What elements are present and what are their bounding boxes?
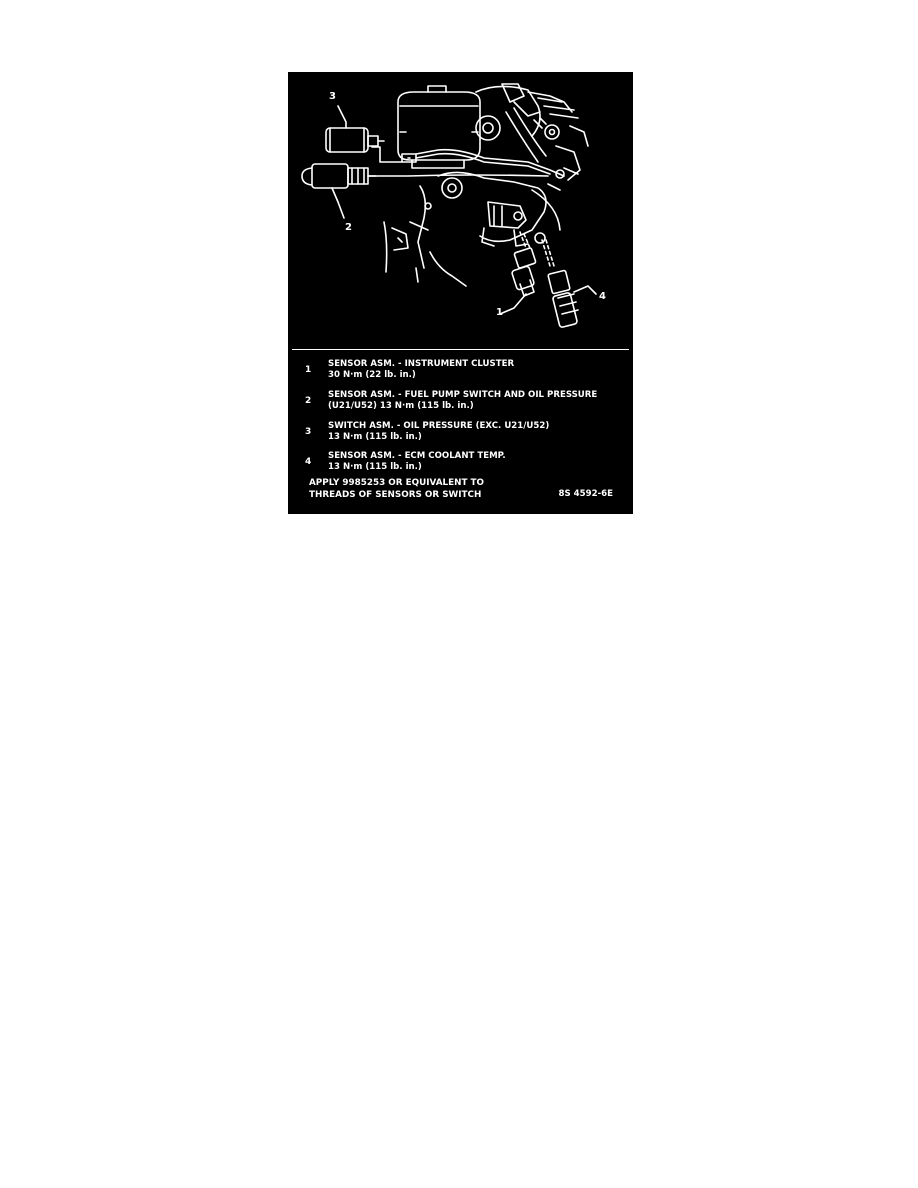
callout-2: 2 bbox=[345, 222, 352, 233]
legend-torque: 13 N·m (115 lb. in.) bbox=[328, 461, 422, 472]
legend-panel: 1 SENSOR ASM. - INSTRUMENT CLUSTER 30 N·… bbox=[292, 349, 629, 510]
part-3-oil-pressure-switch bbox=[325, 105, 385, 153]
thread-sealant-note: APPLY 9985253 OR EQUIVALENT TO THREADS O… bbox=[309, 478, 484, 501]
legend-number: 4 bbox=[305, 457, 312, 467]
part-4-coolant-temp-sensor bbox=[541, 239, 597, 328]
legend-line: SENSOR ASM. - INSTRUMENT CLUSTER bbox=[328, 359, 515, 369]
legend-number: 3 bbox=[305, 427, 312, 437]
legend-line: SENSOR ASM. - ECM COOLANT TEMP. bbox=[328, 451, 506, 461]
legend-torque: (U21/U52) 13 N·m (115 lb. in.) bbox=[328, 400, 474, 411]
legend-line: SWITCH ASM. - OIL PRESSURE (EXC. U21/U52… bbox=[328, 421, 550, 431]
sensor-diagram-figure: 3 2 1 4 1 SENSOR ASM. - INSTRUMENT CLUST… bbox=[288, 72, 633, 514]
legend-number: 2 bbox=[305, 396, 312, 406]
legend-description: SENSOR ASM. - FUEL PUMP SWITCH AND OIL P… bbox=[328, 390, 597, 411]
callout-3: 3 bbox=[329, 91, 336, 102]
engine-block-detail bbox=[475, 83, 589, 181]
engine-sensor-illustration bbox=[301, 83, 597, 328]
legend-torque: 30 N·m (22 lb. in.) bbox=[328, 369, 416, 380]
callout-1: 1 bbox=[496, 307, 503, 318]
legend-number: 1 bbox=[305, 365, 312, 375]
figure-code: 8S 4592-6E bbox=[558, 489, 614, 499]
part-2-fuel-pump-sensor bbox=[301, 163, 377, 219]
legend-torque: 13 N·m (115 lb. in.) bbox=[328, 431, 422, 442]
engine-lower-left bbox=[383, 221, 419, 283]
part-1-instrument-cluster-sensor bbox=[499, 231, 537, 315]
legend-description: SENSOR ASM. - INSTRUMENT CLUSTER 30 N·m … bbox=[328, 359, 514, 380]
legend-description: SWITCH ASM. - OIL PRESSURE (EXC. U21/U52… bbox=[328, 421, 549, 442]
callout-4: 4 bbox=[599, 291, 606, 302]
wiring-harness bbox=[367, 146, 565, 177]
legend-description: SENSOR ASM. - ECM COOLANT TEMP. 13 N·m (… bbox=[328, 451, 506, 472]
motor-housing bbox=[397, 85, 481, 169]
legend-line: SENSOR ASM. - FUEL PUMP SWITCH AND OIL P… bbox=[328, 390, 598, 400]
note-line: APPLY 9985253 OR EQUIVALENT TO bbox=[309, 478, 485, 488]
note-line: THREADS OF SENSORS OR SWITCH bbox=[309, 489, 482, 500]
lower-bracket bbox=[409, 171, 561, 287]
